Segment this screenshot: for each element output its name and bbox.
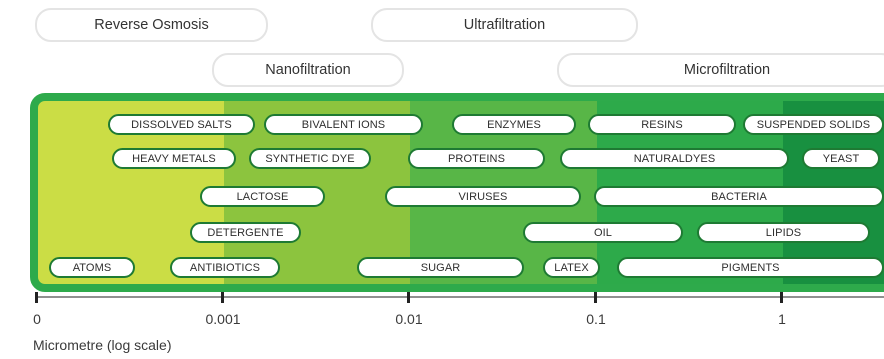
x-tick-1: [221, 292, 224, 303]
substance-label: RESINS: [641, 118, 683, 131]
process-label: Nanofiltration: [265, 62, 351, 78]
x-tick-label-4: 1: [778, 311, 786, 327]
process-label: Reverse Osmosis: [94, 17, 209, 33]
chart-frame: [30, 93, 884, 292]
x-tick-2: [407, 292, 410, 303]
substance-suspended-solids: SUSPENDED SOLIDS: [743, 114, 884, 135]
substance-label: LACTOSE: [236, 190, 289, 203]
substance-lipids: LIPIDS: [697, 222, 870, 243]
substance-atoms: ATOMS: [49, 257, 135, 278]
substance-label: DETERGENTE: [207, 226, 284, 239]
substance-antibiotics: ANTIBIOTICS: [170, 257, 280, 278]
substance-label: BIVALENT IONS: [301, 118, 386, 131]
substance-oil: OIL: [523, 222, 683, 243]
substance-label: VIRUSES: [458, 190, 508, 203]
substance-bivalent-ions: BIVALENT IONS: [264, 114, 423, 135]
substance-sugar: SUGAR: [357, 257, 524, 278]
substance-lactose: LACTOSE: [200, 186, 325, 207]
substance-label: ENZYMES: [487, 118, 541, 131]
substance-pigments: PIGMENTS: [617, 257, 884, 278]
x-axis-title: Micrometre (log scale): [33, 337, 172, 353]
substance-label: SUSPENDED SOLIDS: [756, 118, 871, 131]
substance-resins: RESINS: [588, 114, 736, 135]
process-label: Ultrafiltration: [463, 17, 546, 33]
x-tick-label-1: 0.001: [205, 311, 241, 327]
substance-label: SUGAR: [420, 261, 461, 274]
substance-label: OIL: [593, 226, 613, 239]
substance-enzymes: ENZYMES: [452, 114, 576, 135]
substance-label: HEAVY METALS: [132, 152, 216, 165]
substance-heavy-metals: HEAVY METALS: [112, 148, 236, 169]
x-tick-label-2: 0.01: [395, 311, 423, 327]
x-tick-label-3: 0.1: [586, 311, 606, 327]
substance-label: PIGMENTS: [721, 261, 780, 274]
x-tick-label-0: 0: [33, 311, 41, 327]
x-tick-4: [780, 292, 783, 303]
substance-yeast: YEAST: [802, 148, 880, 169]
process-microfiltration: Microfiltration: [557, 53, 884, 87]
substance-bacteria: BACTERIA: [594, 186, 884, 207]
substance-label: YEAST: [822, 152, 860, 165]
substance-dissolved-salts: DISSOLVED SALTS: [108, 114, 255, 135]
substance-synthetic-dye: SYNTHETIC DYE: [249, 148, 371, 169]
substance-label: BACTERIA: [711, 190, 767, 203]
substance-label: DISSOLVED SALTS: [131, 118, 232, 131]
process-nanofiltration: Nanofiltration: [212, 53, 404, 87]
substance-proteins: PROTEINS: [408, 148, 545, 169]
x-tick-3: [594, 292, 597, 303]
substance-naturaldyes: NATURALDYES: [560, 148, 789, 169]
substance-label: ANTIBIOTICS: [189, 261, 261, 274]
substance-viruses: VIRUSES: [385, 186, 581, 207]
substance-detergente: DETERGENTE: [190, 222, 301, 243]
substance-label: PROTEINS: [447, 152, 506, 165]
substance-label: SYNTHETIC DYE: [265, 152, 355, 165]
substance-latex: LATEX: [543, 257, 600, 278]
substance-label: NATURALDYES: [633, 152, 716, 165]
x-tick-0: [35, 292, 38, 303]
substance-label: ATOMS: [72, 261, 112, 274]
process-ultrafiltration: Ultrafiltration: [371, 8, 638, 42]
substance-label: LATEX: [554, 261, 589, 274]
process-reverse-osmosis: Reverse Osmosis: [35, 8, 268, 42]
process-label: Microfiltration: [683, 62, 771, 78]
substance-label: LIPIDS: [765, 226, 802, 239]
